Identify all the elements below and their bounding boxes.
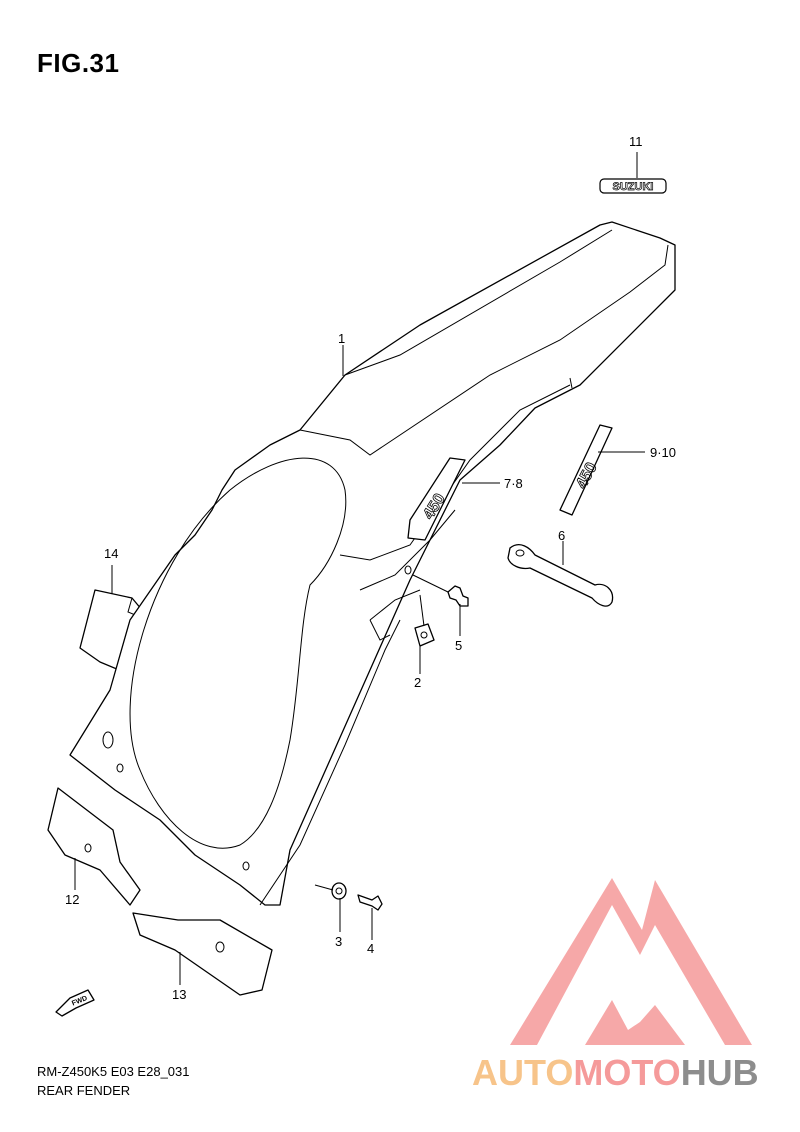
watermark-text: AUTOMOTOHUB bbox=[472, 1052, 759, 1094]
part-12-mudflap bbox=[47, 787, 141, 906]
callout-12: 12 bbox=[65, 892, 80, 907]
callout-1: 1 bbox=[338, 331, 346, 346]
callout-7-8: 7·8 bbox=[504, 476, 523, 491]
callout-4: 4 bbox=[367, 941, 375, 956]
part-3-collar bbox=[331, 882, 347, 900]
diagram-code: RM-Z450K5 E03 E28_031 bbox=[37, 1064, 190, 1079]
part-7-8-decal: 450 bbox=[407, 457, 466, 541]
svg-text:SUZUKI: SUZUKI bbox=[613, 181, 654, 193]
part-13-mudflap bbox=[132, 912, 273, 996]
watermark-triangle-logo bbox=[510, 878, 752, 1045]
callout-2: 2 bbox=[414, 675, 422, 690]
figure-title: FIG.31 bbox=[37, 48, 120, 78]
callout-6: 6 bbox=[558, 528, 566, 543]
part-9-10-decal: 450 bbox=[559, 424, 613, 516]
diagram-name: REAR FENDER bbox=[37, 1083, 131, 1098]
part-6-bracket bbox=[507, 544, 614, 607]
watermark-moto: MOTO bbox=[573, 1052, 681, 1093]
part-4-bolt bbox=[357, 894, 383, 911]
part-5-bolt bbox=[447, 585, 469, 607]
callout-3: 3 bbox=[335, 934, 343, 949]
watermark-auto: AUTO bbox=[472, 1052, 574, 1093]
part-2-nut bbox=[414, 623, 435, 647]
part-1-rear-fender bbox=[69, 221, 676, 906]
callout-9-10: 9·10 bbox=[650, 445, 677, 460]
part-11-suzuki-emblem: SUZUKI bbox=[599, 178, 667, 194]
fwd-arrow: FWD bbox=[55, 989, 95, 1017]
watermark-hub: HUB bbox=[680, 1052, 759, 1093]
svg-text:450: 450 bbox=[573, 460, 601, 492]
callout-13: 13 bbox=[172, 987, 187, 1002]
callout-11: 11 bbox=[629, 134, 643, 149]
callout-14: 14 bbox=[104, 546, 119, 561]
leader-lines bbox=[74, 152, 645, 985]
callout-5: 5 bbox=[455, 638, 463, 653]
